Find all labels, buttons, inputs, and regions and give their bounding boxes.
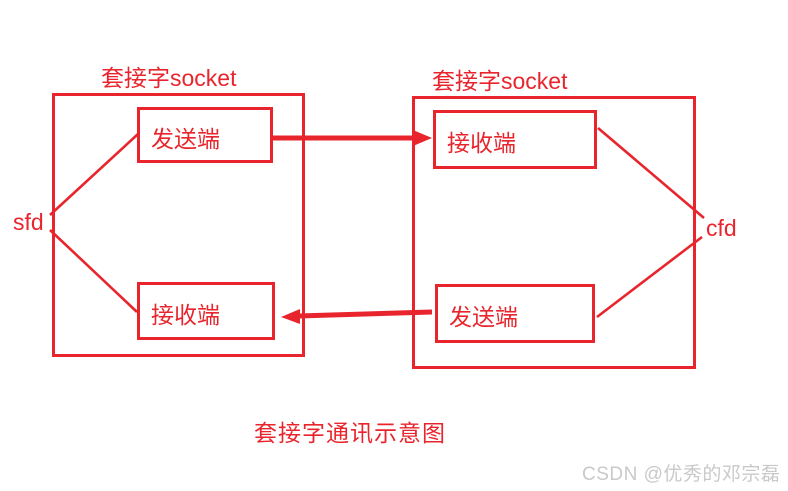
left-receiver-label: 接收端 <box>151 301 220 328</box>
right-socket-title: 套接字socket <box>432 68 568 94</box>
right-receiver-label: 接收端 <box>447 130 516 156</box>
left-socket-title: 套接字socket <box>101 65 237 91</box>
right-socket-box <box>412 96 696 369</box>
cfd-label: cfd <box>706 215 737 241</box>
sfd-label: sfd <box>13 209 44 235</box>
diagram-caption: 套接字通讯示意图 <box>254 420 446 446</box>
right-sender-node: 发送端 <box>435 284 595 343</box>
csdn-watermark: CSDN @优秀的邓宗磊 <box>582 464 781 485</box>
right-receiver-node: 接收端 <box>433 110 597 169</box>
left-socket-box <box>52 93 305 357</box>
left-sender-label: 发送端 <box>151 125 220 152</box>
left-receiver-node: 接收端 <box>137 282 275 340</box>
right-sender-label: 发送端 <box>449 304 518 330</box>
left-sender-node: 发送端 <box>137 107 273 163</box>
